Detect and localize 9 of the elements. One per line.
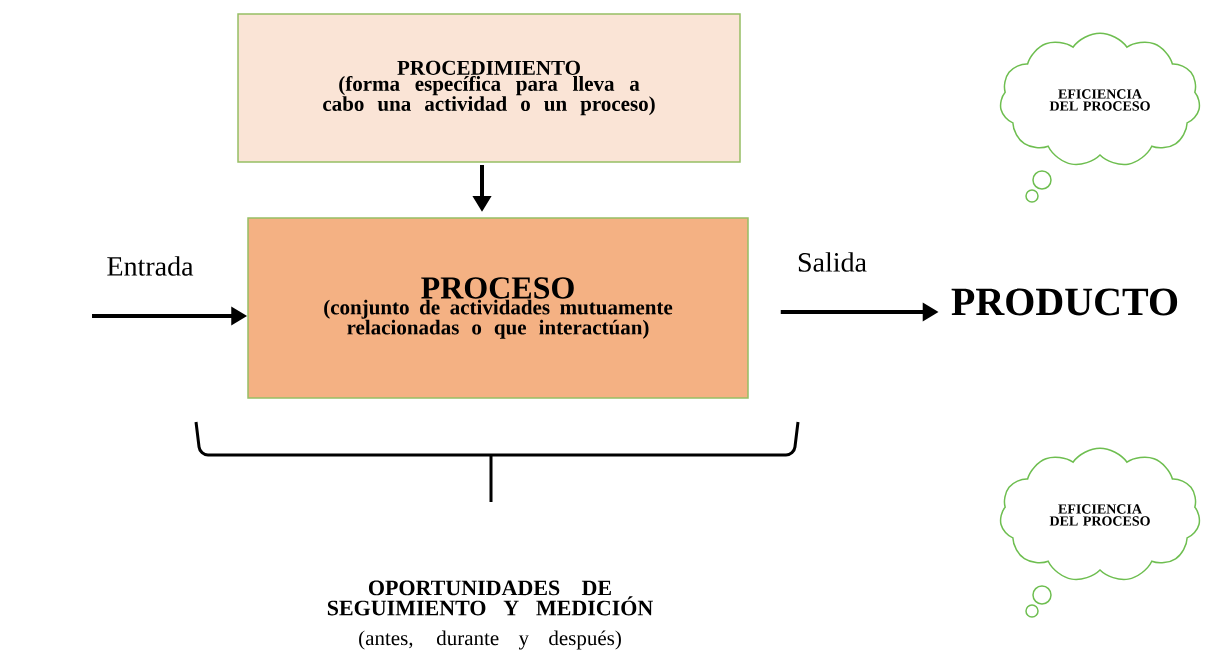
edge-label: Salida xyxy=(796,251,868,273)
process-box: PROCEDIMIENTO (forma específica para lleva a cabo una actividad o un proceso) xyxy=(237,13,741,163)
output-label: PRODUCTO xyxy=(951,288,1178,316)
process-box: PROCESO (conjunto de actividades mutuamente relacionadas o que interactúan) xyxy=(247,217,749,399)
edge-label: Entrada xyxy=(105,255,195,277)
note-text: (antes, durante y después) xyxy=(359,630,621,650)
heading-text: OPORTUNIDADES DE SEGUIMIENTO Y MEDICIÓN xyxy=(327,580,653,616)
thought-cloud: EFICIENCIA DEL PROCESO xyxy=(999,447,1201,618)
thought-cloud: EFICIENCIA DEL PROCESO xyxy=(999,32,1201,203)
